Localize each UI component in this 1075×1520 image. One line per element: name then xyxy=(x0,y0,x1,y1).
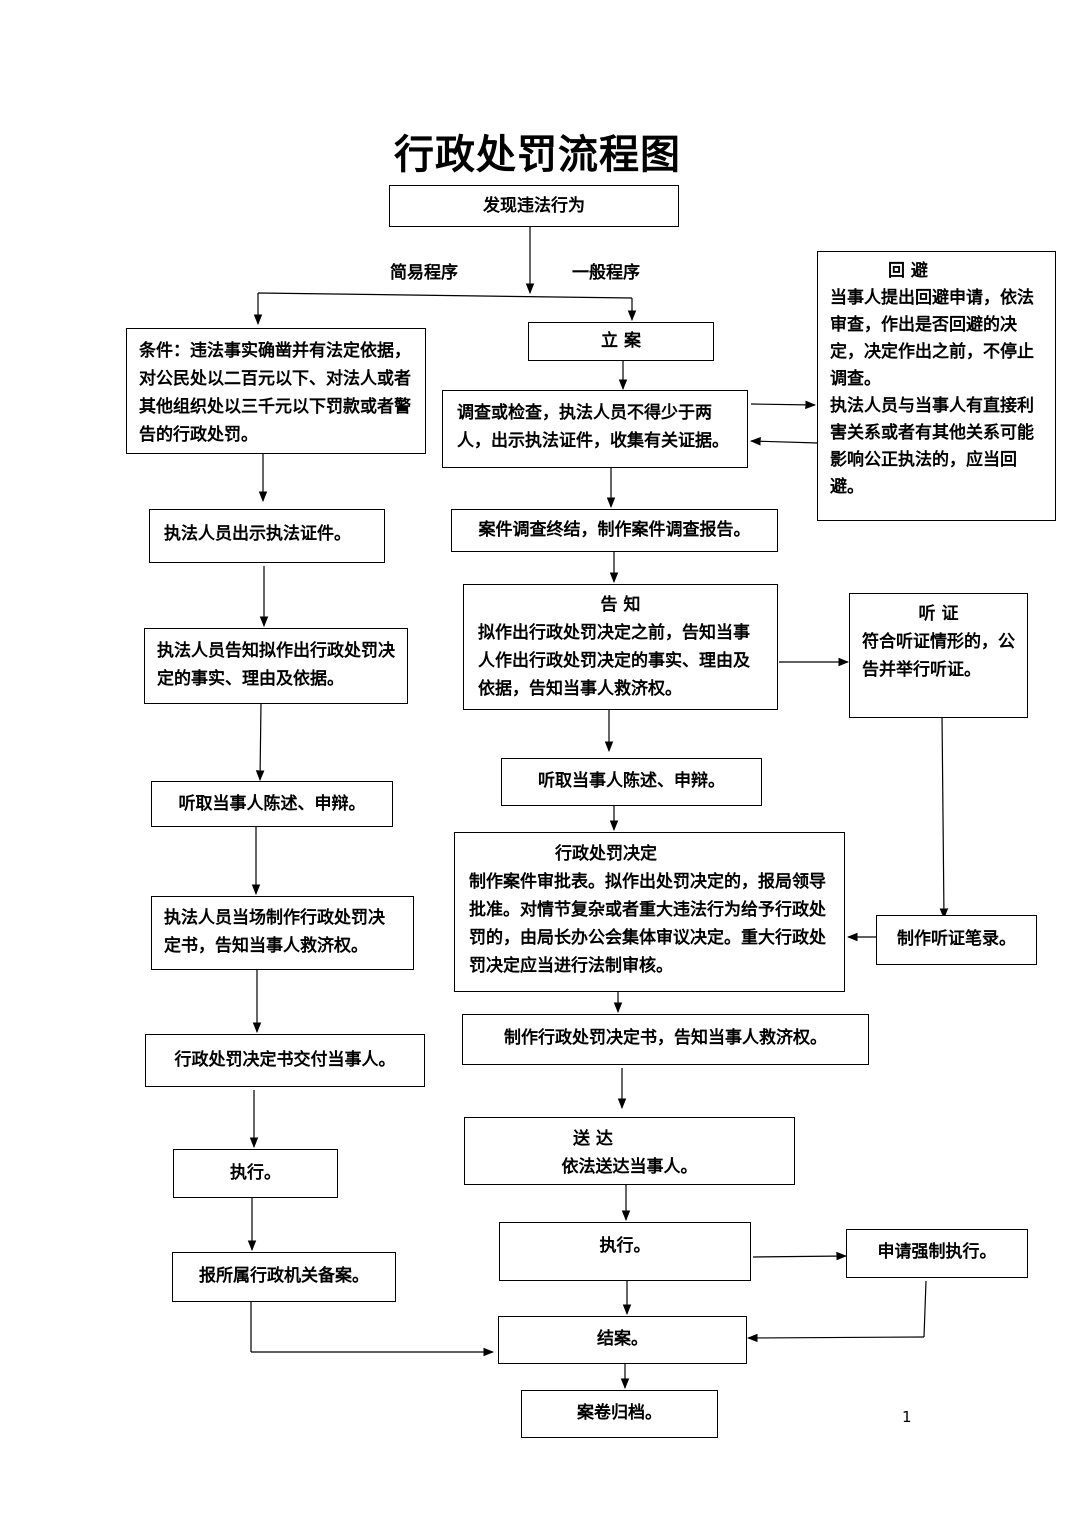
investigation-report-box: 案件调查终结，制作案件调查报告。 xyxy=(451,509,778,552)
decision-box: 行政处罚决定 制作案件审批表。拟作出处罚决定的，报局领导批准。对情节复杂或者重大… xyxy=(454,832,845,992)
serve-title: 送 达 xyxy=(573,1129,613,1149)
recusal-title: 回 避 xyxy=(888,261,928,281)
investigate-box: 调查或检查，执法人员不得少于两人，出示执法证件，收集有关证据。 xyxy=(442,390,748,468)
page-title: 行政处罚流程图 xyxy=(394,132,681,178)
page-number: 1 xyxy=(902,1408,912,1426)
simple-procedure-label: 简易程序 xyxy=(390,263,458,283)
notify-title: 告 知 xyxy=(600,595,641,615)
start-box: 发现违法行为 xyxy=(389,185,679,227)
serve-box: 送 达 依法送达当事人。 xyxy=(464,1117,795,1185)
recusal-body-1: 当事人提出回避申请，依法审查，作出是否回避的决定，决定作出之前，不停止调查。 xyxy=(830,288,1034,389)
hearing-box: 听 证 符合听证情形的，公告并举行听证。 xyxy=(849,593,1028,718)
simple-execute-box: 执行。 xyxy=(173,1149,338,1198)
general-make-decision-box: 制作行政处罚决定书，告知当事人救济权。 xyxy=(462,1014,869,1065)
file-case-box: 立 案 xyxy=(528,322,714,361)
general-execute-box: 执行。 xyxy=(499,1222,751,1281)
general-hear-box: 听取当事人陈述、申辩。 xyxy=(501,758,762,806)
deliver-box: 行政处罚决定书交付当事人。 xyxy=(145,1034,425,1087)
simple-make-decision-box: 执法人员当场制作行政处罚决定书，告知当事人救济权。 xyxy=(151,896,414,970)
serve-body: 依法送达当事人。 xyxy=(561,1157,698,1177)
notify-body: 拟作出行政处罚决定之前，告知当事人作出行政处罚决定的事实、理由及依据，告知当事人… xyxy=(478,623,750,699)
simple-inform-box: 执法人员告知拟作出行政处罚决定的事实、理由及依据。 xyxy=(144,628,408,704)
report-filing-box: 报所属行政机关备案。 xyxy=(172,1252,396,1302)
recusal-box: 回 避 当事人提出回避申请，依法审查，作出是否回避的决定，决定作出之前，不停止调… xyxy=(817,251,1056,521)
general-procedure-label: 一般程序 xyxy=(572,263,640,283)
enforce-box: 申请强制执行。 xyxy=(846,1229,1028,1278)
hearing-record-box: 制作听证笔录。 xyxy=(876,915,1037,965)
recusal-body-2: 执法人员与当事人有直接利害关系或者有其他关系可能影响公正执法的，应当回避。 xyxy=(830,396,1034,497)
decision-body: 制作案件审批表。拟作出处罚决定的，报局领导批准。对情节复杂或者重大违法行为给予行… xyxy=(469,872,826,976)
archive-box: 案卷归档。 xyxy=(521,1390,718,1438)
hearing-title: 听 证 xyxy=(918,604,959,624)
simple-hear-box: 听取当事人陈述、申辩。 xyxy=(151,781,393,827)
simple-condition-box: 条件：违法事实确凿并有法定依据，对公民处以二百元以下、对法人或者其他组织处以三千… xyxy=(126,328,426,454)
notify-box: 告 知 拟作出行政处罚决定之前，告知当事人作出行政处罚决定的事实、理由及依据，告… xyxy=(463,584,778,710)
hearing-body: 符合听证情形的，公告并举行听证。 xyxy=(862,632,1015,680)
decision-title: 行政处罚决定 xyxy=(555,844,657,864)
show-id-box: 执法人员出示执法证件。 xyxy=(149,509,385,563)
close-case-box: 结案。 xyxy=(498,1316,747,1364)
